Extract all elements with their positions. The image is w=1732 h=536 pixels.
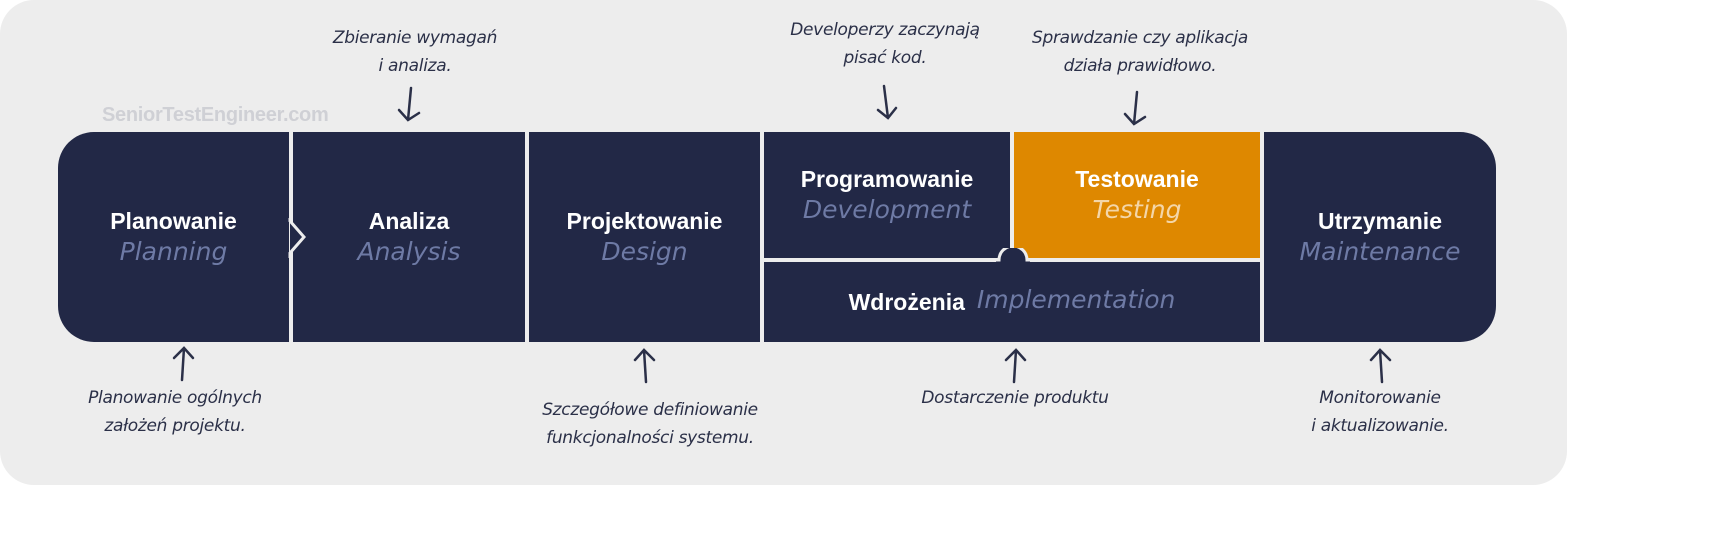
note-line: działa prawidłowo. <box>1063 56 1217 76</box>
note-development: Developerzy zaczynają pisać kod. <box>765 16 1005 72</box>
arrow-down-icon <box>876 84 898 120</box>
phase-testing: Testowanie Testing <box>1014 132 1260 258</box>
phase-title: Programowanie <box>800 166 974 192</box>
arrow-down-icon <box>397 86 421 122</box>
phase-development: Programowanie Development <box>764 132 1010 258</box>
note-line: pisać kod. <box>843 48 927 68</box>
watermark: SeniorTestEngineer.com <box>102 104 329 126</box>
arrow-down-icon <box>1123 90 1147 126</box>
note-planning: Planowanie ogólnych założeń projektu. <box>60 384 290 440</box>
puzzle-notch <box>288 218 306 258</box>
arrow-up-icon <box>1369 348 1392 384</box>
note-line: Dostarczenie produktu <box>921 388 1109 408</box>
note-line: Developerzy zaczynają <box>790 20 980 40</box>
note-analysis: Zbieranie wymagań i analiza. <box>300 24 530 80</box>
note-line: Zbieranie wymagań <box>332 28 498 48</box>
phase-subtitle: Development <box>802 195 972 224</box>
note-design: Szczegółowe definiowanie funkcjonalności… <box>515 396 785 452</box>
note-maintenance: Monitorowanie i aktualizowanie. <box>1265 384 1495 440</box>
phase-title: Planowanie <box>110 208 237 234</box>
phase-design: Projektowanie Design <box>529 132 760 342</box>
phase-subtitle: Planning <box>119 237 228 266</box>
note-line: i analiza. <box>378 56 452 76</box>
phase-title: Testowanie <box>1075 166 1199 192</box>
phase-subtitle: Maintenance <box>1299 237 1461 266</box>
phase-title: Utrzymanie <box>1318 208 1442 234</box>
phase-title: Wdrożenia <box>848 288 965 315</box>
note-line: Planowanie ogólnych <box>88 388 262 408</box>
note-line: i aktualizowanie. <box>1311 416 1449 436</box>
phase-analysis: Analiza Analysis <box>293 132 525 342</box>
note-line: Sprawdzanie czy aplikacja <box>1031 28 1249 48</box>
phase-planning: Planowanie Planning <box>58 132 289 342</box>
phase-maintenance: Utrzymanie Maintenance <box>1264 132 1496 342</box>
arrow-up-icon <box>172 346 195 382</box>
phase-title: Analiza <box>368 208 450 234</box>
phase-implementation: Wdrożenia Implementation <box>764 262 1260 342</box>
note-testing: Sprawdzanie czy aplikacja działa prawidł… <box>1010 24 1270 80</box>
arrow-up-icon <box>633 348 656 384</box>
note-line: funkcjonalności systemu. <box>546 428 754 448</box>
note-line: Szczegółowe definiowanie <box>542 400 758 420</box>
phase-title: Projektowanie <box>566 208 723 234</box>
puzzle-notch <box>996 248 1030 268</box>
phase-subtitle: Design <box>601 237 688 266</box>
phase-subtitle: Implementation <box>976 284 1176 314</box>
phase-subtitle: Testing <box>1092 195 1182 224</box>
note-line: założeń projektu. <box>104 416 246 436</box>
note-implementation: Dostarczenie produktu <box>900 384 1130 412</box>
arrow-up-icon <box>1004 348 1027 384</box>
diagram-card: SeniorTestEngineer.com Planowanie Planni… <box>0 0 1567 485</box>
note-line: Monitorowanie <box>1319 388 1441 408</box>
phase-subtitle: Analysis <box>357 237 461 266</box>
